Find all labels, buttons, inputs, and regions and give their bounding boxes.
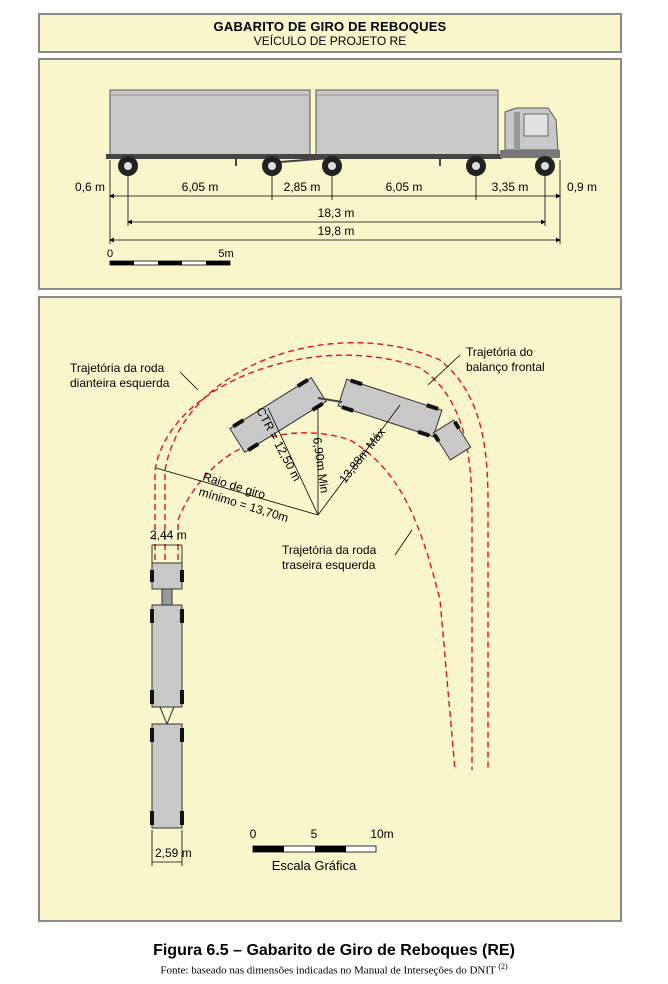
front-overhang-path (164, 342, 489, 770)
radius-lines (155, 404, 401, 516)
elevation-scale-start: 0 (107, 248, 113, 260)
scale-label-5: 5 (311, 827, 318, 841)
dim-front-overhang: 0,9 m (567, 180, 597, 194)
elevation-dimensions (109, 160, 561, 244)
dim-front-trailer-wheelbase: 6,05 m (386, 180, 423, 194)
scale-title: Escala Gráfica (272, 858, 357, 873)
scale-label-0: 0 (250, 827, 257, 841)
dim-tractor-wheelbase: 3,35 m (492, 180, 529, 194)
elevation-scale-end: 5m (218, 248, 233, 260)
diagram-title: GABARITO DE GIRO DE REBOQUES (213, 19, 447, 34)
turning-vehicle (229, 377, 472, 461)
figure-caption: Figura 6.5 – Gabarito de Giro de Reboque… (153, 942, 515, 959)
straight-vehicle (150, 562, 184, 829)
dim-rear-overhang: 0,6 m (75, 180, 105, 194)
source-ref: (2) (498, 962, 508, 971)
label-rear-wheel-1: Trajetória da roda (282, 543, 377, 557)
rear-wheel-path (177, 432, 456, 771)
label-max-radius: 13,88m Máx (336, 425, 388, 486)
diagram-subtitle: VEÍCULO DE PROJETO RE (253, 34, 407, 48)
graphic-scale-bar: 0 5 10m Escala Gráfica (250, 827, 394, 873)
front-wheel-path (154, 354, 473, 770)
dim-drawbar: 2,85 m (284, 180, 321, 194)
dim-total-wheelbase: 18,3 m (318, 206, 355, 220)
dim-total-length: 19,8 m (318, 224, 355, 238)
front-overhang-leader (427, 354, 461, 386)
dim-rear-trailer-wheelbase: 6,05 m (182, 180, 219, 194)
elevation-scale-bar: 0 5m (107, 248, 234, 266)
label-rear-wheel-2: traseira esquerda (282, 558, 376, 572)
label-front-overhang-2: balanço frontal (466, 360, 545, 374)
label-width-rear: 2,59 m (155, 846, 192, 860)
label-front-wheel-1: Trajetória da roda (70, 361, 165, 375)
label-width-front: 2,44 m (150, 528, 187, 542)
source-text: Fonte: baseado nas dimensões indicadas n… (160, 964, 496, 977)
label-min-radius: 6,90m Min (310, 436, 332, 493)
label-front-wheel-2: dianteira esquerda (70, 376, 170, 390)
source-caption: Fonte: baseado nas dimensões indicadas n… (0, 962, 668, 977)
rear-wheel-leader (394, 529, 413, 556)
label-front-overhang-1: Trajetória do (466, 345, 533, 359)
truck-side-view (106, 89, 560, 176)
turning-paths (154, 342, 489, 771)
title-box: GABARITO DE GIRO DE REBOQUES VEÍCULO DE … (38, 13, 622, 53)
front-wheel-leader (179, 371, 199, 391)
scale-label-10: 10m (370, 827, 393, 841)
